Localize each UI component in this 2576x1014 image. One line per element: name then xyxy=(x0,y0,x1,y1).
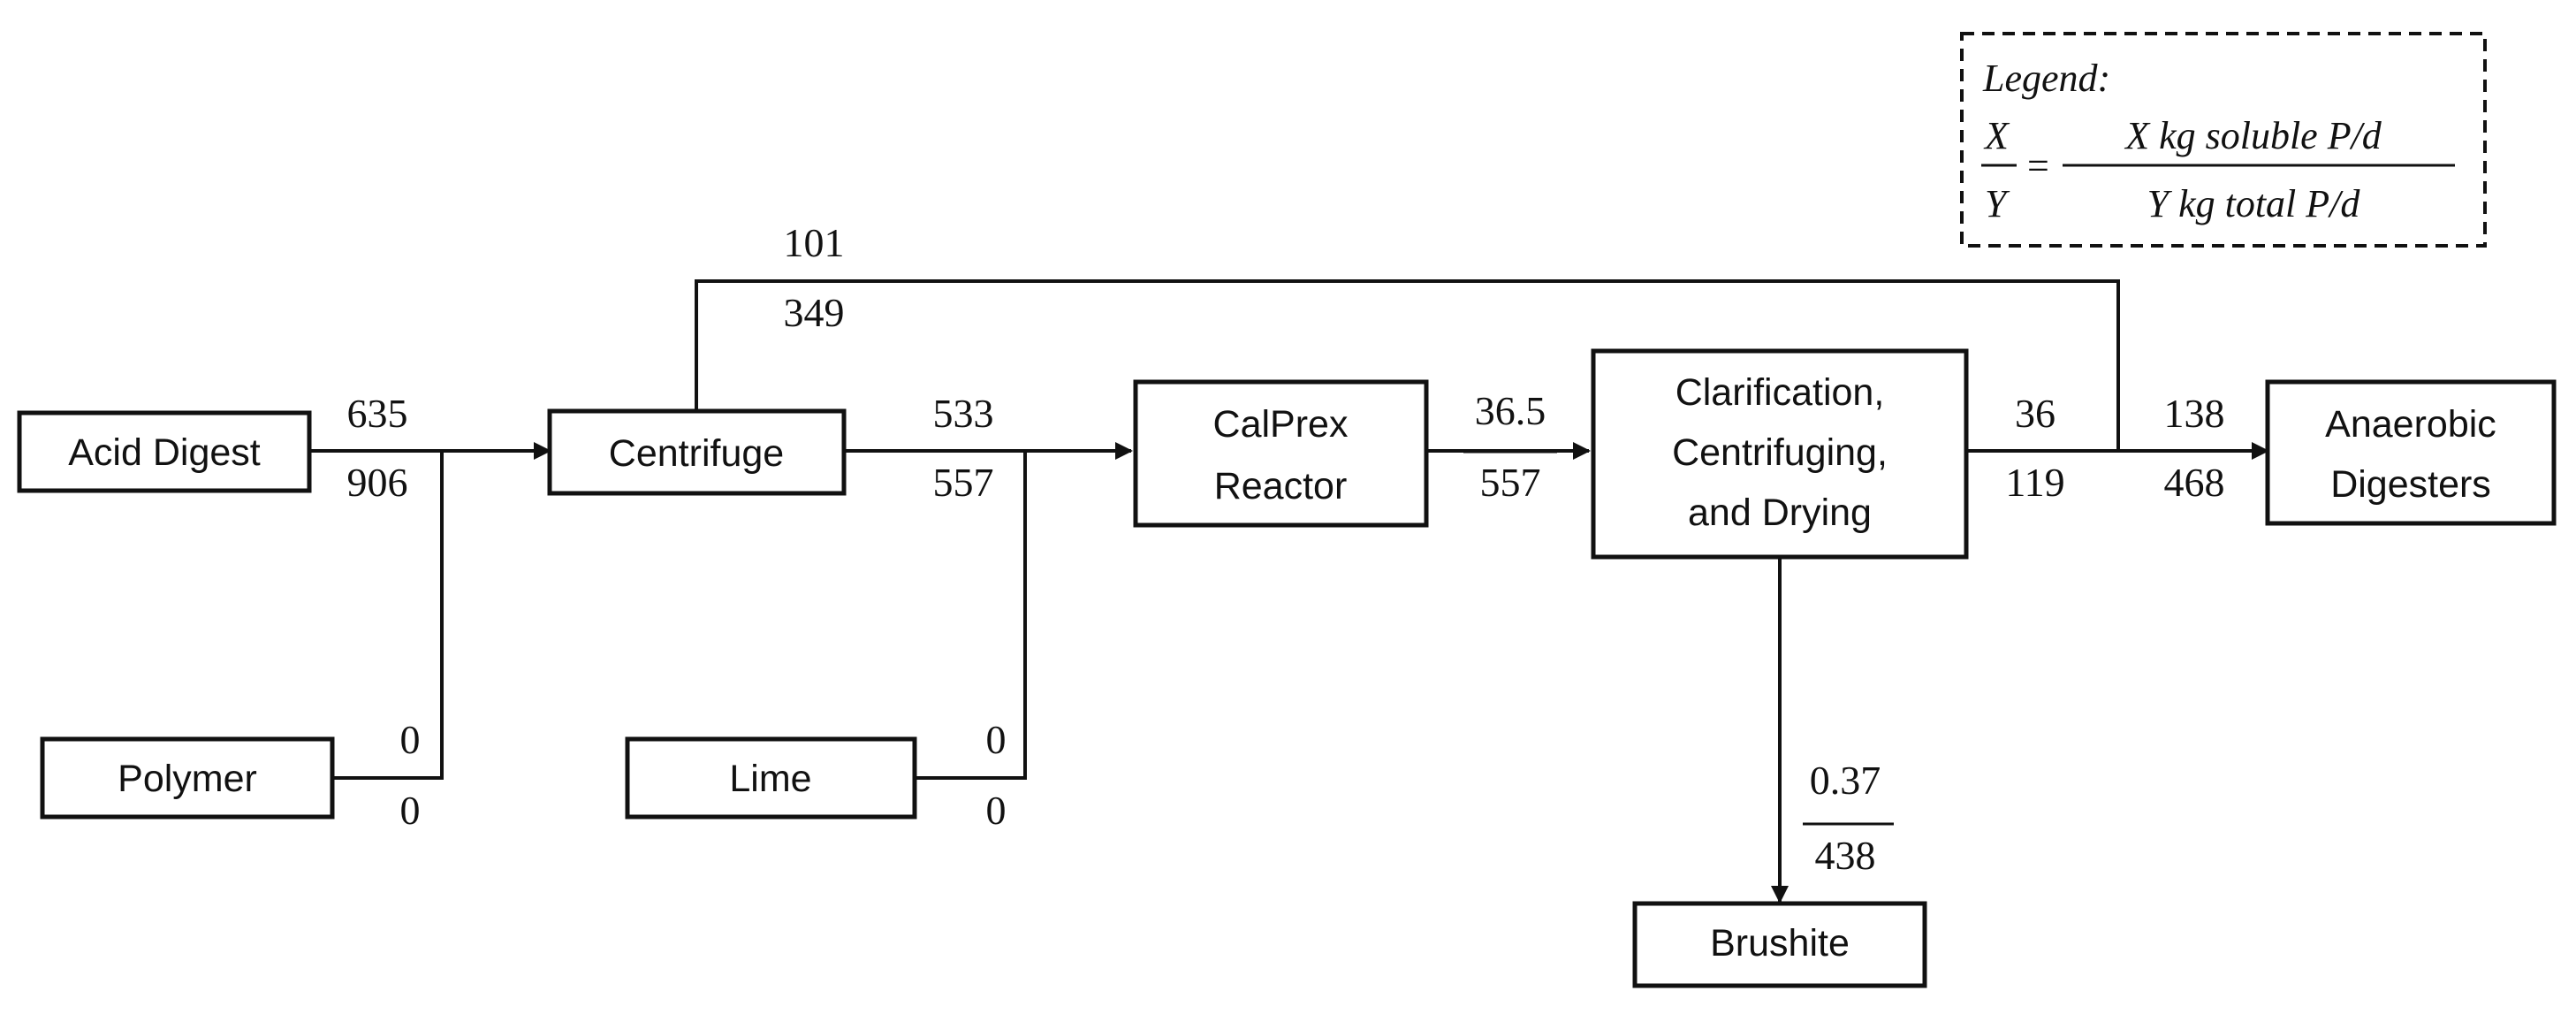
brushite-soluble-value: 0.37 xyxy=(1810,758,1881,803)
digesters-in-soluble-value: 138 xyxy=(2164,391,2225,436)
calprex-label-line-1: CalPrex xyxy=(1213,403,1349,446)
bypass-soluble-value: 101 xyxy=(784,220,845,265)
legend: Legend: X Y = X kg soluble P/d Y kg tota… xyxy=(1960,32,2487,248)
legend-x-meaning: X kg soluble P/d xyxy=(2124,114,2382,157)
polymer-soluble-value: 0 xyxy=(400,717,421,762)
acid-digest-total-value: 906 xyxy=(347,460,408,505)
legend-x-symbol: X xyxy=(1983,114,2010,157)
acid-digest-soluble-value: 635 xyxy=(347,391,408,436)
polymer-total-value: 0 xyxy=(400,788,421,833)
clarification-label-line-1: Clarification, xyxy=(1676,371,1885,414)
legend-y-meaning: Y kg total P/d xyxy=(2147,182,2361,225)
acid-digest-label: Acid Digest xyxy=(68,431,261,474)
brushite-total-value: 438 xyxy=(1815,833,1876,878)
lime-soluble-value: 0 xyxy=(986,717,1007,762)
lime-label: Lime xyxy=(729,758,811,800)
polymer-line xyxy=(332,451,444,780)
centrifuge-out-soluble-value: 533 xyxy=(933,391,994,436)
calprex-reactor-box xyxy=(1133,379,1429,528)
polymer-label: Polymer xyxy=(118,758,257,800)
calprex-out-total-value: 557 xyxy=(1480,460,1541,505)
clarification-box xyxy=(1591,348,1969,560)
legend-equals: = xyxy=(2027,144,2049,187)
calprex-out-soluble-value: 36.5 xyxy=(1475,388,1546,433)
clarification-out-soluble-value: 36 xyxy=(2015,391,2055,436)
lime-box xyxy=(625,736,917,820)
lime-line xyxy=(915,451,1027,780)
legend-box xyxy=(1960,32,2487,248)
anaerobic-digesters-box xyxy=(2265,379,2557,526)
anaerobic-digesters-label-line-1: Anaerobic xyxy=(2325,403,2496,446)
clarification-out-total-value: 119 xyxy=(2005,460,2064,505)
polymer-box xyxy=(40,736,335,820)
centrifuge-box xyxy=(547,408,847,496)
centrifuge-bypass-line xyxy=(695,279,2120,451)
clarification-label-line-3: and Drying xyxy=(1688,492,1872,534)
centrifuge-label: Centrifuge xyxy=(609,432,784,475)
brushite-box xyxy=(1632,901,1927,988)
digesters-in-total-value: 468 xyxy=(2164,460,2225,505)
centrifuge-out-total-value: 557 xyxy=(933,460,994,505)
brushite-label: Brushite xyxy=(1710,922,1850,964)
lime-total-value: 0 xyxy=(986,788,1007,833)
calprex-label-line-2: Reactor xyxy=(1214,465,1348,507)
anaerobic-digesters-label-line-2: Digesters xyxy=(2330,463,2491,506)
acid-digest-box xyxy=(17,410,312,493)
legend-y-symbol: Y xyxy=(1985,182,2010,225)
flow-lines xyxy=(309,279,2269,903)
clarification-label-line-2: Centrifuging, xyxy=(1672,431,1888,474)
bypass-total-value: 349 xyxy=(784,290,845,335)
legend-title: Legend: xyxy=(1982,57,2110,100)
